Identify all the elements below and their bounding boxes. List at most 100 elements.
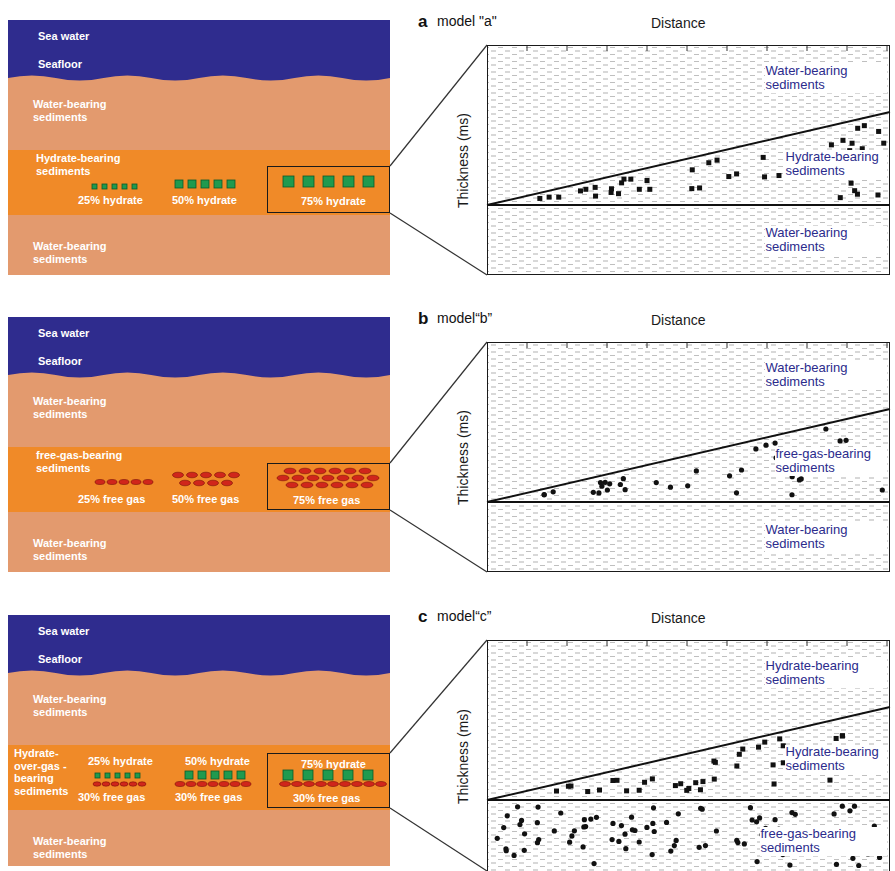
layer-label: 50% hydrate: [185, 755, 250, 768]
sediment-layer: Water-bearing sediments: [8, 810, 390, 870]
hydrate-square: [698, 787, 703, 792]
gas-dot: [753, 446, 758, 451]
model-name: model“b”: [437, 310, 492, 326]
gas-symbol: [173, 472, 184, 478]
gas-dot: [522, 848, 527, 853]
seafloor-label: Seafloor: [38, 653, 82, 666]
hydrate-square: [771, 762, 776, 767]
hydrate-symbol: [188, 180, 196, 188]
hydrate-symbol: [198, 771, 206, 779]
gas-symbol: [280, 782, 291, 787]
layer-label: 30% free gas: [175, 791, 242, 804]
hydrate-square: [852, 188, 857, 193]
gas-dot: [616, 839, 621, 844]
gas-symbol: [175, 782, 185, 787]
layer-label: Water-bearing sediments: [33, 693, 128, 718]
hydrate-symbol: [323, 176, 334, 187]
model-panel: DistanceThickness (ms)Water-bearing sedi…: [487, 45, 890, 275]
gas-symbol: [229, 472, 240, 478]
hydrate-square: [597, 788, 602, 793]
gas-dot: [703, 843, 708, 848]
hydrate-symbol: [175, 180, 183, 188]
gas-dot: [644, 825, 649, 830]
hydrate-symbol: [283, 176, 294, 187]
gas-dot: [697, 845, 702, 850]
row-illustration: [8, 20, 890, 275]
gas-dot: [558, 810, 563, 815]
hydrate-symbol: [105, 773, 110, 778]
hydrate-square: [568, 784, 573, 789]
axis-title: Thickness (ms): [455, 114, 471, 209]
gas-dot: [519, 818, 524, 823]
gas-dot: [856, 863, 861, 868]
gas-dot: [739, 467, 744, 472]
gas-dot: [831, 811, 836, 816]
layer-label: 30% free gas: [78, 791, 145, 804]
hydrate-square: [737, 752, 742, 757]
layer-label: 50% hydrate: [172, 194, 237, 207]
hydrate-square: [628, 177, 633, 182]
layer-label: free-gas-bearing sediments: [36, 449, 148, 474]
gas-symbol: [201, 472, 212, 478]
gas-dot: [685, 483, 690, 488]
gas-dot: [664, 820, 669, 825]
gas-dot: [651, 805, 656, 810]
gas-dot: [542, 492, 547, 497]
gas-dot: [551, 489, 556, 494]
gas-dot: [823, 426, 828, 431]
sediment-ground: [8, 615, 390, 866]
gas-symbol: [95, 480, 105, 485]
gas-dot: [607, 481, 612, 486]
sediment-texture: [487, 640, 890, 871]
layer-label: Hydrate- over-gas -bearing sediments: [14, 747, 76, 798]
gas-dot: [840, 804, 845, 809]
gas-dot: [652, 829, 657, 834]
layer-label: Water-bearing sediments: [33, 240, 128, 265]
hydrate-square: [689, 186, 694, 191]
gas-dot: [727, 473, 732, 478]
gas-symbol: [292, 475, 304, 481]
hydrate-square: [621, 177, 626, 182]
region-label: Water-bearing sediments: [765, 523, 887, 553]
sediment-layer: Water-bearing sediments: [8, 82, 390, 150]
gas-dot: [542, 492, 547, 497]
hydrate-symbol: [303, 176, 314, 187]
hydrate-square: [875, 192, 880, 197]
gas-dot: [504, 848, 509, 853]
gas-symbol: [361, 482, 373, 488]
sediment-layer: Water-bearing sediments: [8, 379, 390, 447]
gas-dot: [754, 859, 759, 864]
region-label: Hydrate-bearing sediments: [785, 150, 887, 180]
sediment-texture: [487, 342, 890, 572]
gas-symbol: [143, 480, 153, 485]
gas-dot: [609, 837, 614, 842]
gas-dot: [619, 823, 624, 828]
hydrate-square: [537, 196, 542, 201]
gas-dot: [850, 856, 855, 861]
sea-water: [8, 615, 390, 676]
axis-label: Distance: [651, 610, 705, 626]
hydrate-symbol: [132, 184, 137, 189]
gas-dot: [852, 804, 857, 809]
hydrate-square: [642, 780, 647, 785]
gas-dot: [511, 853, 516, 858]
sediment-layer: Water-bearing sediments: [8, 215, 390, 275]
axis-label: Distance: [651, 15, 705, 31]
gas-symbol: [129, 782, 137, 786]
gas-dot: [799, 476, 804, 481]
zoom-line: [390, 45, 487, 166]
gas-dot: [535, 804, 540, 809]
hydrate-symbol: [303, 770, 313, 780]
gas-dot: [603, 480, 608, 485]
gas-symbol: [352, 782, 363, 787]
gas-dot: [837, 438, 842, 443]
hydrate-square: [593, 185, 598, 190]
panel-region: Hydrate-bearing sedimentsHydrate-bearing…: [487, 640, 890, 800]
gas-dot: [623, 487, 628, 492]
region-label: Water-bearing sediments: [765, 226, 887, 256]
hydrate-square: [700, 779, 705, 784]
layer-label: 75% hydrate: [301, 758, 366, 771]
zoom-line: [390, 213, 487, 275]
hydrate-square: [593, 194, 598, 199]
